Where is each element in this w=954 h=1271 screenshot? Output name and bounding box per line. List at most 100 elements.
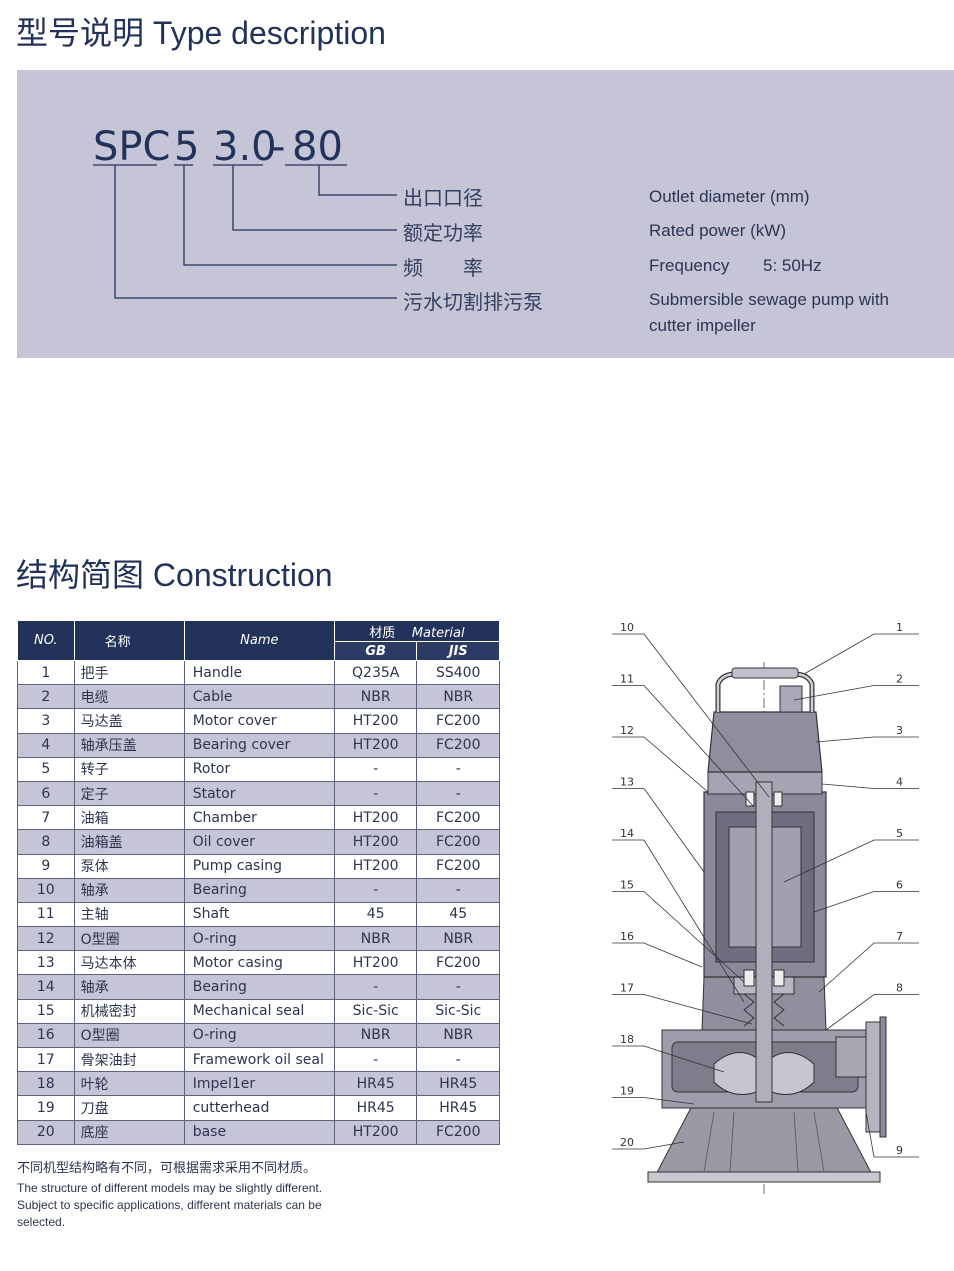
cell-name-cn: 轴承压盖 (73, 733, 185, 758)
cell-name-cn: 轴承 (73, 974, 185, 1000)
cell-gb: HT200 (333, 829, 418, 855)
header-material: 材质 Material (333, 620, 501, 642)
frequency-value: 5: 50Hz (763, 256, 822, 275)
model-series: SPC (93, 124, 171, 170)
leader-line-6 (813, 891, 919, 913)
cell-name-en: Mechanical seal (183, 999, 335, 1024)
cell-name-en: Motor casing (183, 950, 335, 976)
cell-no: 15 (17, 999, 75, 1024)
cell-name-en: O-ring (183, 926, 335, 952)
model-outlet: 80 (292, 124, 343, 170)
callout-14: 14 (620, 827, 634, 840)
tag-en-frequency: Frequency (649, 256, 730, 275)
header-no: NO. (17, 620, 75, 661)
cell-no: 18 (17, 1071, 75, 1097)
tag-cn-frequency: 频 率 (403, 258, 483, 280)
cell-gb: 45 (333, 902, 418, 928)
callout-18: 18 (620, 1033, 634, 1046)
tag-cn-pump: 污水切割排污泵 (403, 292, 543, 314)
pump-drawing (647, 662, 887, 1197)
header-name-cn: 名称 (73, 620, 185, 661)
cell-gb: NBR (333, 684, 418, 710)
cell-jis: HR45 (416, 1095, 500, 1121)
leader-line-7 (818, 942, 919, 993)
tag-en-outlet: Outlet diameter (mm) (649, 187, 810, 206)
cell-name-en: O-ring (183, 1023, 335, 1049)
leader-line-11 (612, 685, 755, 808)
cell-gb: HR45 (333, 1071, 418, 1097)
cell-gb: HT200 (333, 708, 418, 734)
cell-name-en: Chamber (183, 805, 335, 831)
cell-name-cn: 油箱盖 (73, 829, 185, 855)
cell-no: 6 (17, 781, 75, 807)
cell-gb: - (333, 781, 418, 807)
cell-name-en: Motor cover (183, 708, 335, 734)
callout-15: 15 (620, 879, 634, 892)
cell-name-en: Pump casing (183, 854, 335, 879)
cell-no: 5 (17, 757, 75, 782)
callout-11: 11 (620, 673, 634, 686)
cell-no: 11 (17, 902, 75, 928)
type-description-title: 型号说明 Type description (16, 8, 386, 54)
leader-line-17 (612, 994, 753, 1025)
leader-line-19 (612, 1097, 695, 1105)
leader-line-16 (612, 942, 703, 968)
cell-jis: NBR (416, 1023, 500, 1049)
callout-19: 19 (620, 1085, 634, 1098)
cell-gb: HT200 (333, 1120, 418, 1145)
tag-en-pump-1: Submersible sewage pump with (649, 290, 890, 309)
callout-16: 16 (620, 930, 634, 943)
tag-en-pump-2: cutter impeller (649, 316, 756, 335)
cell-jis: 45 (416, 902, 500, 928)
callout-4: 4 (896, 776, 903, 789)
cell-no: 3 (17, 708, 75, 734)
note-en-line-2: Subject to specific applications, differ… (17, 1198, 322, 1212)
cell-gb: NBR (333, 1023, 418, 1049)
leader-line-20 (612, 1141, 685, 1150)
note-en-line-1: The structure of different models may be… (17, 1181, 323, 1195)
cell-name-cn: 油箱 (73, 805, 185, 831)
cell-jis: FC200 (416, 854, 500, 879)
callout-5: 5 (896, 827, 903, 840)
header-material-cn: 材质 (369, 625, 396, 641)
cell-name-en: Shaft (183, 902, 335, 928)
cell-jis: HR45 (416, 1071, 500, 1097)
leader-line-13 (612, 788, 705, 873)
callout-9: 9 (896, 1144, 903, 1157)
cell-no: 16 (17, 1023, 75, 1049)
cell-name-en: Stator (183, 781, 335, 807)
callout-2: 2 (896, 673, 903, 686)
cell-name-en: Handle (183, 660, 335, 686)
title-cn: 型号说明 (16, 15, 145, 51)
note-cn: 不同机型结构略有不同，可根据需求采用不同材质。 (17, 1160, 317, 1175)
cell-name-en: Impel1er (183, 1071, 335, 1097)
cell-gb: HR45 (333, 1095, 418, 1121)
callout-3: 3 (896, 724, 903, 737)
cell-name-cn: 刀盘 (73, 1095, 185, 1121)
cell-name-en: cutterhead (183, 1095, 335, 1121)
cell-jis: FC200 (416, 805, 500, 831)
leader-line-14 (612, 839, 745, 1003)
cell-name-cn: O型圈 (73, 926, 185, 952)
cell-no: 20 (17, 1120, 75, 1145)
callout-7: 7 (896, 930, 903, 943)
cell-name-cn: 马达本体 (73, 950, 185, 976)
cell-no: 8 (17, 829, 75, 855)
cell-jis: NBR (416, 684, 500, 710)
cell-name-en: base (183, 1120, 335, 1145)
